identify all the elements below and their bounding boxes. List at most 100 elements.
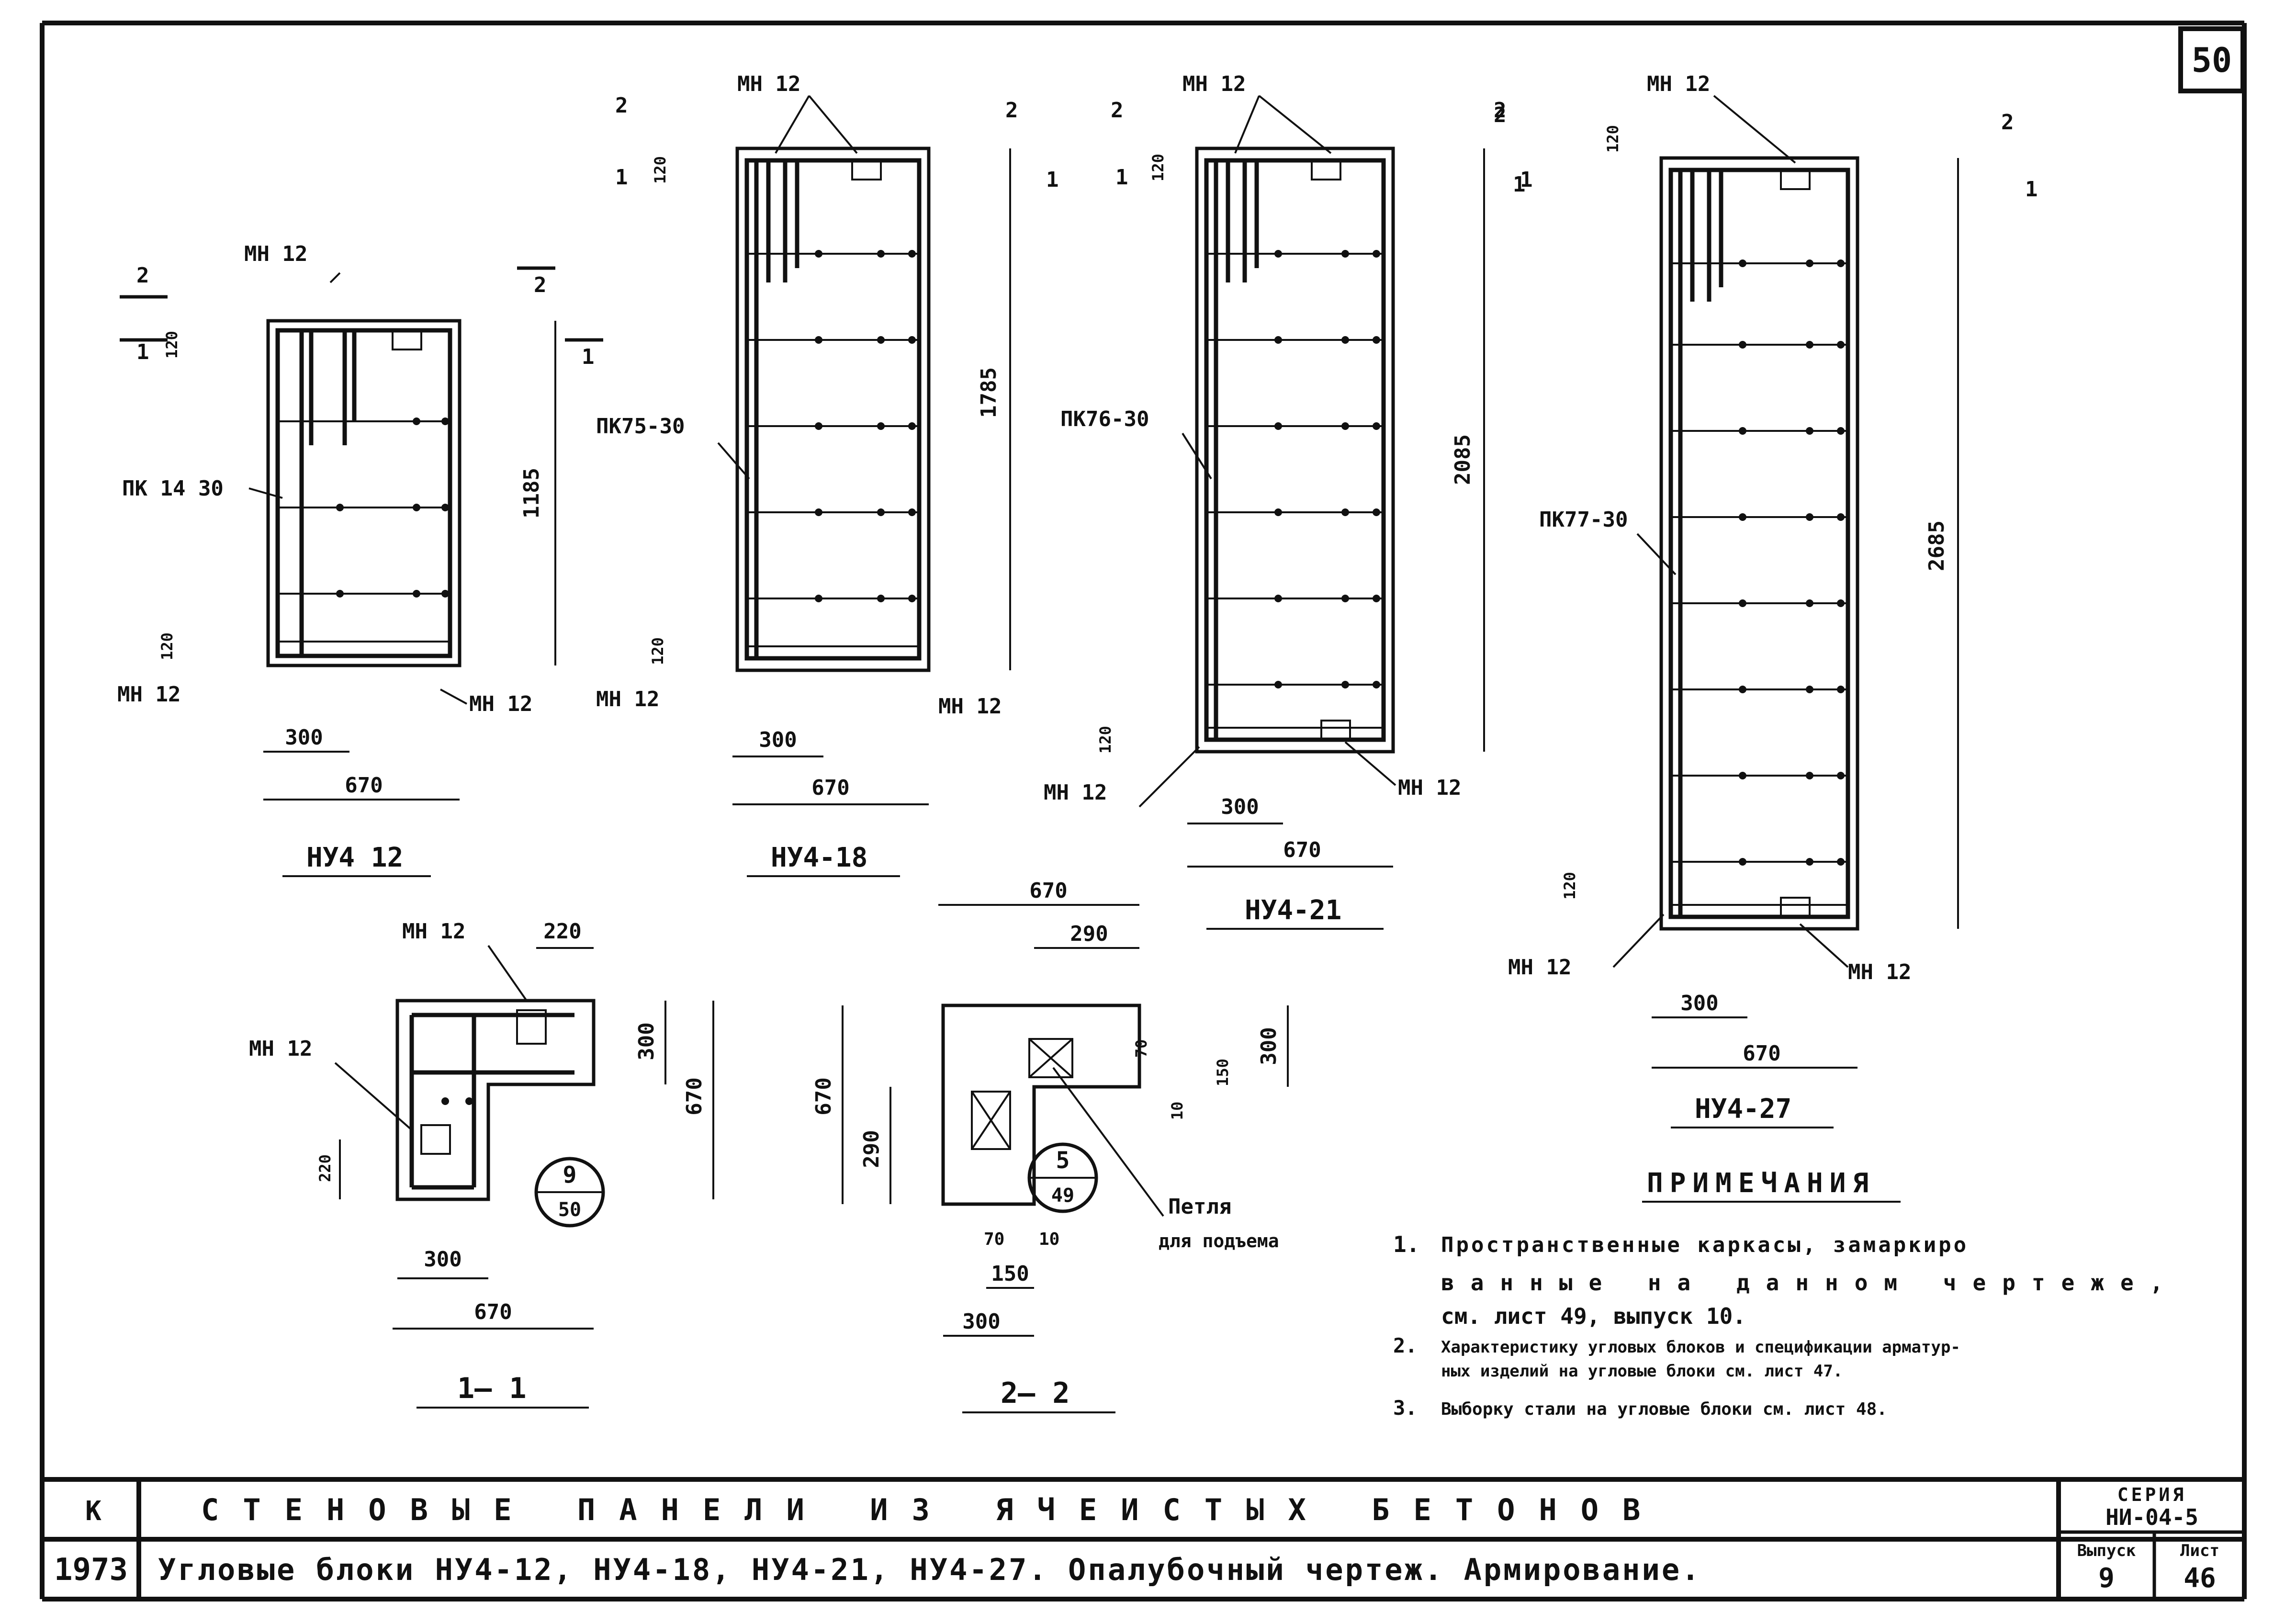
label-plate-top: МН 12 <box>1647 72 1710 96</box>
title-year: 1973 <box>54 1552 128 1588</box>
block-nu4-18: МН 12 ПК75-30 МН 12 МН 12 1785 120 120 3… <box>596 72 1059 877</box>
section-mark-2-right: 2 <box>534 273 547 297</box>
section-mark-2-left: 2 <box>615 93 628 118</box>
label-plate-bottom-right: МН 12 <box>1398 776 1461 800</box>
section-2-2: 670 290 670 290 70 150 10 300 70 10 150 … <box>811 879 1289 1413</box>
sheet-number: 50 <box>2192 41 2232 80</box>
dim-height: 2085 <box>1451 434 1475 485</box>
dim-670: 670 <box>1283 838 1321 862</box>
note-2-number: 2. <box>1393 1334 1418 1357</box>
sheet-value: 46 <box>2184 1563 2216 1594</box>
note-1-line3: см. лист 49, выпуск 10. <box>1441 1303 1746 1329</box>
block-title: НУ4-21 <box>1245 895 1341 926</box>
ref-circle-top: 5 <box>1056 1147 1070 1174</box>
section-mark-2-left: 2 <box>1494 103 1507 127</box>
dim-300-horizontal: 300 <box>424 1247 462 1272</box>
title-corner-mark: К <box>85 1496 101 1527</box>
section-mark-2-right: 2 <box>1494 98 1507 123</box>
sheet-frame: 50 <box>40 21 2247 1601</box>
series-value: НИ-04-5 <box>2105 1504 2198 1530</box>
section-mark-1-left: 1 <box>1513 172 1526 197</box>
label-plate-top: МН 12 <box>1182 72 1246 96</box>
dim-70-vertical: 70 <box>1132 1039 1150 1058</box>
dim-120-top: 120 <box>163 331 181 359</box>
dim-height: 1785 <box>977 367 1001 418</box>
notes-heading: ПРИМЕЧАНИЯ <box>1647 1168 1875 1199</box>
dim-height: 1185 <box>519 468 544 519</box>
block-nu4-27: МН 12 ПК77-30 МН 12 МН 12 2685 120 120 3… <box>1494 72 2038 1128</box>
label-plate-left: МН 12 <box>249 1037 312 1061</box>
dim-70-horizontal: 70 <box>984 1229 1004 1249</box>
section-mark-2-right: 2 <box>1005 98 1018 123</box>
dim-670-horizontal: 670 <box>474 1300 512 1324</box>
section-title: 1— 1 <box>457 1372 527 1405</box>
dim-150-vertical: 150 <box>1214 1059 1232 1086</box>
dim-670-top: 670 <box>1029 879 1067 903</box>
dim-300-vertical: 300 <box>1257 1027 1281 1065</box>
dim-300-horizontal: 300 <box>962 1309 1000 1334</box>
note-1-line2: ванные на данном чертеже, <box>1441 1270 2179 1296</box>
dim-120-top: 120 <box>1149 154 1167 181</box>
dim-290-vertical: 290 <box>859 1130 884 1168</box>
label-frame: ПК76-30 <box>1060 407 1149 431</box>
loop-label-line1: Петля <box>1168 1195 1231 1219</box>
title-row-1: СТЕНОВЫЕ ПАНЕЛИ ИЗ ЯЧЕИСТЫХ БЕТОНОВ <box>201 1492 1664 1527</box>
label-plate-bottom-left: МН 12 <box>1044 780 1107 805</box>
label-plate-bottom-right: МН 12 <box>469 692 532 716</box>
block-nu4-21: МН 12 ПК76-30 МН 12 МН 12 2085 120 120 3… <box>1044 72 1533 930</box>
note-3-number: 3. <box>1393 1396 1418 1420</box>
issue-label: Выпуск <box>2077 1541 2136 1560</box>
label-plate-bottom-right: МН 12 <box>938 694 1002 719</box>
block-title: НУ4-27 <box>1695 1094 1791 1125</box>
label-frame: ПК77-30 <box>1539 508 1628 532</box>
section-mark-1-left: 1 <box>615 165 628 190</box>
series-label: СЕРИЯ <box>2117 1484 2186 1505</box>
note-1-line1: Пространственные каркасы, замаркиро <box>1441 1233 1969 1257</box>
note-2-line2: ных изделий на угловые блоки см. лист 47… <box>1441 1362 1843 1381</box>
dim-300: 300 <box>1221 795 1259 819</box>
section-mark-2-left: 2 <box>1111 98 1124 123</box>
label-plate-bottom-left: МН 12 <box>117 682 180 707</box>
label-plate-bottom-left: МН 12 <box>1508 955 1571 980</box>
dim-290-top: 290 <box>1070 922 1108 946</box>
dim-300: 300 <box>1680 991 1718 1015</box>
label-plate-bottom-left: МН 12 <box>596 687 659 711</box>
note-2-line1: Характеристику угловых блоков и специфик… <box>1441 1338 1960 1357</box>
loop-label-line2: для подъема <box>1159 1230 1279 1252</box>
issue-value: 9 <box>2098 1563 2115 1594</box>
section-mark-1-right: 1 <box>1520 168 1533 192</box>
label-plate-top: МН 12 <box>244 242 307 266</box>
dim-150-horizontal: 150 <box>991 1262 1029 1286</box>
section-mark-2-right: 2 <box>2001 110 2014 135</box>
section-mark-1-left: 1 <box>136 340 149 364</box>
dim-120-bottom: 120 <box>158 632 176 660</box>
ref-circle-bottom: 49 <box>1051 1184 1074 1207</box>
dim-120-bottom: 120 <box>649 637 667 665</box>
block-title: НУ4 12 <box>306 842 403 873</box>
dim-120-top: 120 <box>1604 125 1622 153</box>
section-mark-1-right: 1 <box>1046 168 1059 192</box>
dim-120-bottom: 120 <box>1561 872 1579 900</box>
block-nu4-12: МН 12 ПК 14 30 МН 12 МН 12 1185 120 120 … <box>117 242 603 877</box>
title-row-2: Угловые блоки НУ4-12, НУ4-18, НУ4-21, НУ… <box>158 1552 1701 1587</box>
ref-circle-bottom: 50 <box>558 1199 581 1221</box>
dim-670: 670 <box>811 776 849 800</box>
label-plate-top: МН 12 <box>402 919 465 944</box>
section-mark-1-right: 1 <box>582 345 595 369</box>
dim-300-vertical: 300 <box>634 1022 659 1060</box>
label-frame: ПК75-30 <box>596 414 685 439</box>
section-1-1: МН 12 МН 12 220 220 300 670 300 670 9 50… <box>249 919 714 1409</box>
label-frame: ПК 14 30 <box>122 476 224 501</box>
dim-220-left: 220 <box>316 1154 334 1182</box>
block-title: НУ4-18 <box>771 842 867 873</box>
note-1-number: 1. <box>1393 1231 1419 1257</box>
dim-670: 670 <box>1743 1041 1780 1066</box>
section-title: 2— 2 <box>1001 1376 1070 1410</box>
title-block: К 1973 СТЕНОВЫЕ ПАНЕЛИ ИЗ ЯЧЕИСТЫХ БЕТОН… <box>42 1477 2244 1599</box>
section-mark-2-left: 2 <box>136 263 149 288</box>
dim-300: 300 <box>759 728 797 752</box>
section-mark-1-left: 1 <box>1115 165 1128 190</box>
sheet-label: Лист <box>2180 1541 2219 1560</box>
note-3-line1: Выборку стали на угловые блоки см. лист … <box>1441 1399 1887 1419</box>
